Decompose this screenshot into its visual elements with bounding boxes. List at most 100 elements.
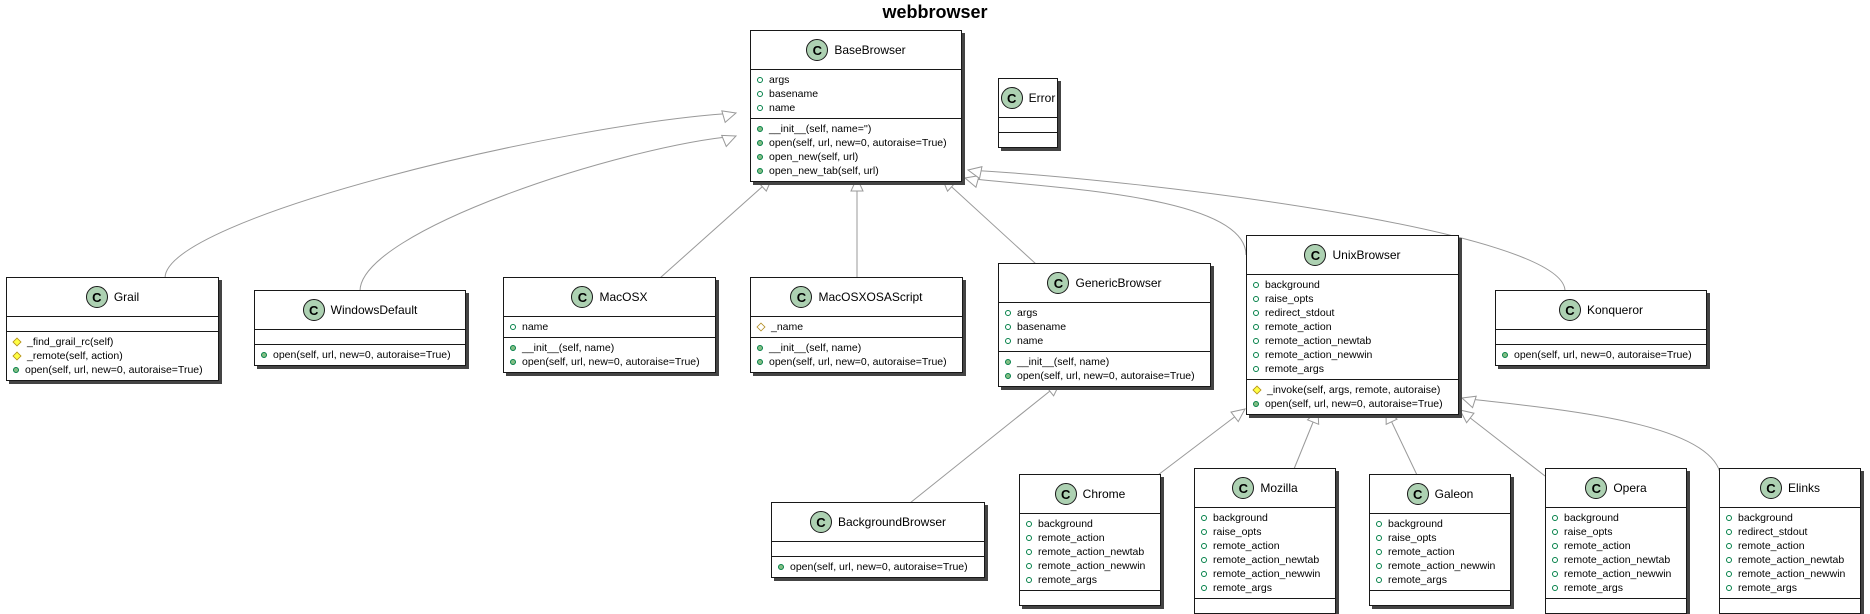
public-visibility-icon [757,345,763,351]
public-visibility-icon [1005,359,1011,365]
attribute-row: remote_action_newtab [1026,545,1154,559]
public-visibility-icon [13,367,19,373]
class-icon: C [1054,483,1077,505]
public-visibility-icon [1026,563,1032,569]
operations-section [1546,599,1686,613]
operation-row: __init__(self, name) [1005,355,1204,369]
inheritance-arrowhead-elinks [1460,395,1477,409]
attribute-text: remote_args [1388,574,1447,586]
public-visibility-icon [1253,338,1259,344]
operation-row: open(self, url, new=0, autoraise=True) [13,363,212,377]
class-name: MacOSX [599,290,648,304]
attribute-row: remote_action [1376,545,1504,559]
attribute-text: name [522,321,549,333]
attribute-row: raise_opts [1552,525,1680,539]
operation-text: __init__(self, name) [769,342,862,354]
public-visibility-icon [1376,521,1382,527]
operation-text: open(self, url, new=0, autoraise=True) [273,349,451,361]
class-name: Mozilla [1260,481,1298,495]
public-visibility-icon [1502,352,1508,358]
attributes-section [772,542,984,557]
public-visibility-icon [1253,310,1259,316]
operation-text: open(self, url, new=0, autoraise=True) [1265,398,1443,410]
attribute-text: raise_opts [1265,293,1314,305]
operation-row: _remote(self, action) [12,349,212,363]
attribute-row: redirect_stdout [1253,306,1452,320]
operation-text: __init__(self, name='') [769,123,872,135]
public-visibility-icon [1201,529,1207,535]
operations-section: open(self, url, new=0, autoraise=True) [1496,345,1706,365]
attributes-section: name [504,317,715,338]
operation-row: open(self, url, new=0, autoraise=True) [1502,348,1700,362]
class-icon: C [1000,87,1023,109]
attribute-row: remote_action_newwin [1376,559,1504,573]
operation-text: _find_grail_rc(self) [27,336,114,348]
attribute-row: remote_action [1201,539,1329,553]
public-visibility-icon [1552,543,1558,549]
attributes-section [255,330,465,345]
class-name: Elinks [1787,481,1820,495]
class-icon: C [1304,244,1327,266]
attribute-row: remote_action [1253,320,1452,334]
attribute-row: remote_action_newwin [1726,567,1854,581]
attribute-row: remote_action_newwin [1201,567,1329,581]
attribute-row: remote_action [1026,531,1154,545]
public-visibility-icon [1026,549,1032,555]
class-name: Opera [1613,481,1647,495]
public-visibility-icon [510,345,516,351]
public-visibility-icon [1201,585,1207,591]
attribute-row: remote_action_newwin [1026,559,1154,573]
operation-row: open(self, url, new=0, autoraise=True) [1253,397,1452,411]
inheritance-arrowhead-opera [1459,409,1475,424]
public-visibility-icon [1253,401,1259,407]
attributes-section [1496,330,1706,345]
public-visibility-icon [1253,282,1259,288]
attribute-text: redirect_stdout [1265,307,1335,319]
inheritance-arrowhead-konqueror [966,166,983,180]
inheritance-edge-konqueror [967,169,1566,292]
attribute-text: remote_action_newtab [1738,554,1845,566]
class-name: Konqueror [1586,303,1644,317]
operation-row: open(self, url, new=0, autoraise=True) [1005,369,1204,383]
operations-section [1720,599,1860,613]
class-icon: C [1047,272,1070,294]
attribute-row: args [757,73,955,87]
operations-section: __init__(self, name)open(self, url, new=… [504,338,715,372]
public-visibility-icon [757,154,763,160]
attribute-text: args [1017,307,1038,319]
public-visibility-icon [1552,515,1558,521]
operation-row: _find_grail_rc(self) [12,335,212,349]
public-visibility-icon [510,359,516,365]
operation-row: open(self, url, new=0, autoraise=True) [757,355,956,369]
inheritance-arrowhead-windowsdefault [720,134,738,148]
inheritance-arrowhead-chrome [1230,408,1246,423]
attribute-row: basename [1005,320,1204,334]
class-name: GenericBrowser [1075,276,1162,290]
attribute-text: remote_action [1038,532,1105,544]
public-visibility-icon [1026,521,1032,527]
public-visibility-icon [1005,373,1011,379]
attribute-text: basename [1017,321,1067,333]
